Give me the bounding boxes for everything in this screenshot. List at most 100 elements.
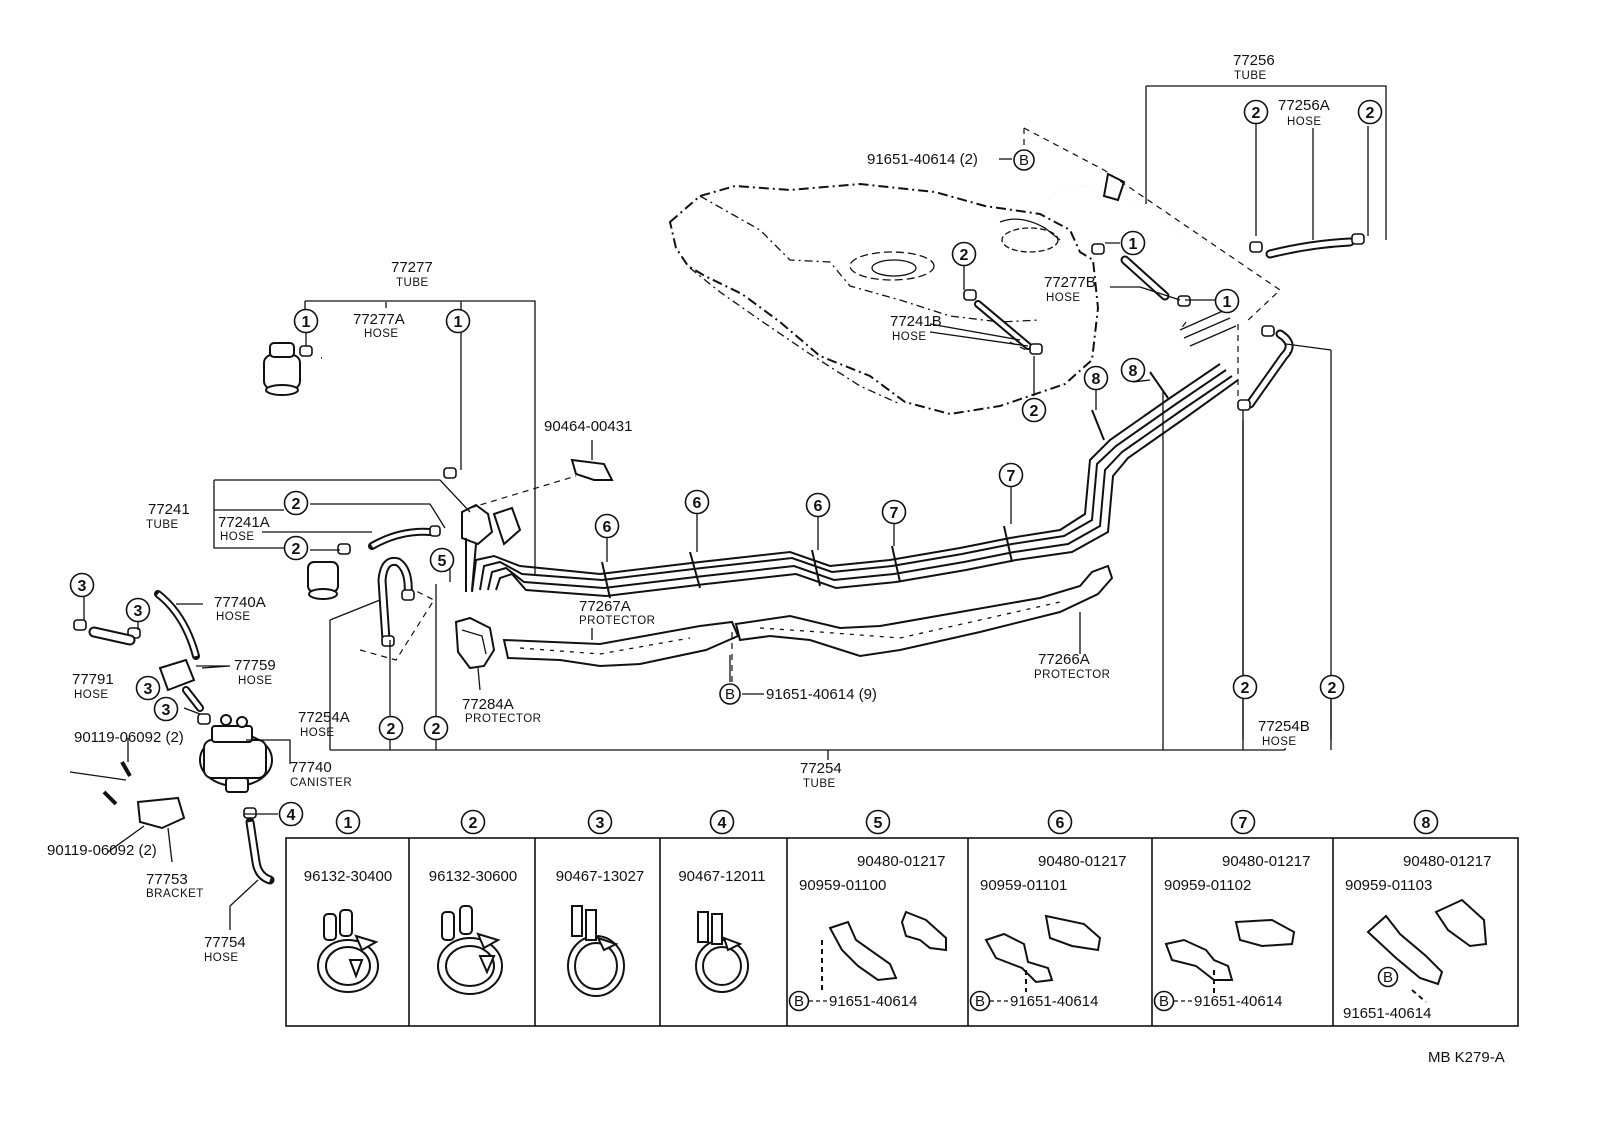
legend-part-b-8: 90959-01103: [1345, 877, 1432, 894]
label-77277B: 77277B: [1044, 274, 1096, 291]
legend-callout-5: 5: [874, 815, 883, 832]
svg-text:6: 6: [814, 498, 823, 515]
callout-2: 2: [378, 715, 404, 741]
callout-2: 2: [423, 715, 449, 741]
svg-text:6: 6: [603, 519, 612, 536]
svg-text:5: 5: [438, 553, 447, 570]
legend-callout-1: 1: [344, 815, 353, 832]
label-77284A: 77284A: [462, 696, 514, 713]
svg-text:4: 4: [287, 807, 296, 824]
callout-6: 6: [594, 513, 620, 539]
legend-callout-7: 7: [1239, 815, 1248, 832]
label-77754: 77754: [204, 934, 246, 951]
legend-bolt-ref-6: B: [975, 993, 985, 1010]
legend-part-a-8: 90480-01217: [1403, 853, 1491, 870]
svg-text:1: 1: [1223, 294, 1232, 311]
name-77277: TUBE: [396, 277, 429, 289]
callout-6: 6: [805, 492, 831, 518]
callout-1: 1: [1214, 288, 1240, 314]
callout-2: 2: [283, 535, 309, 561]
callout-2: 2: [1243, 99, 1269, 125]
callout-4: 4: [278, 801, 304, 827]
legend-part-a-6: 90480-01217: [1038, 853, 1126, 870]
legend-part-4: 90467-12011: [678, 868, 765, 885]
svg-text:8: 8: [1129, 363, 1138, 380]
legend-bolt-6: 91651-40614: [1010, 993, 1098, 1010]
legend-bolt-ref-6-circle: [969, 990, 991, 1012]
diagram-id: MB K279-A: [1428, 1049, 1505, 1066]
svg-text:2: 2: [432, 721, 441, 738]
label-77254B: 77254B: [1258, 718, 1310, 735]
callout-2: 2: [1357, 99, 1383, 125]
svg-text:3: 3: [144, 681, 153, 698]
name-77740A: HOSE: [216, 611, 251, 623]
callout-6: 6: [684, 489, 710, 515]
callout-1: 1: [1120, 230, 1146, 256]
label-77791: 77791: [72, 671, 114, 688]
svg-text:2: 2: [292, 541, 301, 558]
svg-text:7: 7: [890, 505, 899, 522]
name-77256A: HOSE: [1287, 116, 1322, 128]
name-77254: TUBE: [803, 778, 836, 790]
name-77241: TUBE: [146, 519, 179, 531]
svg-text:3: 3: [162, 702, 171, 719]
legend-callout-8: 8: [1422, 815, 1431, 832]
hose-77277A: [321, 356, 451, 471]
label-91651-top: 91651-40614 (2): [867, 151, 978, 168]
clamp-symbols: [73, 233, 1365, 819]
svg-text:1: 1: [302, 314, 311, 331]
legend-bolt-ref-8: B: [1383, 969, 1393, 986]
label-77759: 77759: [234, 657, 276, 674]
filter-top: [263, 342, 301, 396]
label-77277A: 77277A: [353, 311, 405, 328]
label-77241: 77241: [148, 501, 190, 518]
legend-callout-2-circle: [460, 809, 486, 835]
svg-text:2: 2: [1366, 105, 1375, 122]
legend-callout-4: 4: [718, 815, 727, 832]
legend-part-a-5: 90480-01217: [857, 853, 945, 870]
legend-content: 196132-30400296132-30600390467-130274904…: [304, 809, 1491, 1022]
legend-bolt-ref-5-circle: [788, 990, 810, 1012]
legend-drawings: [317, 898, 1488, 1003]
callout-3: 3: [153, 696, 179, 722]
legend-bolt-ref-7-circle: [1153, 990, 1175, 1012]
callout-3: 3: [135, 675, 161, 701]
name-77241B: HOSE: [892, 331, 927, 343]
legend-part-2: 96132-30600: [429, 868, 517, 885]
callout-3: 3: [125, 597, 151, 623]
callout-8: 8: [1083, 365, 1109, 391]
name-77740: CANISTER: [290, 777, 352, 789]
svg-text:2: 2: [960, 247, 969, 264]
legend-part-a-7: 90480-01217: [1222, 853, 1310, 870]
name-77754: HOSE: [204, 952, 239, 964]
filter-small: [307, 561, 339, 600]
protector-77267A: [502, 620, 740, 668]
name-77759: HOSE: [238, 675, 273, 687]
label-77241B: 77241B: [890, 313, 942, 330]
label-77241A: 77241A: [218, 514, 270, 531]
callout-1: 1: [293, 308, 319, 334]
callout-2: 2: [1319, 674, 1345, 700]
label-77256A: 77256A: [1278, 97, 1330, 114]
name-77284A: PROTECTOR: [465, 713, 542, 725]
legend-bolt-ref-7: B: [1159, 993, 1169, 1010]
legend-callout-1-circle: [335, 809, 361, 835]
clip-90464: [570, 458, 614, 481]
name-77791: HOSE: [74, 689, 109, 701]
legend-bolt-5: 91651-40614: [829, 993, 917, 1010]
legend-callout-2: 2: [469, 815, 478, 832]
legend-callout-8-circle: [1413, 809, 1439, 835]
callout-7: 7: [998, 462, 1024, 488]
legend-bolt-ref-5: B: [794, 993, 804, 1010]
legend-bolt-7: 91651-40614: [1194, 993, 1282, 1010]
legend-part-b-7: 90959-01102: [1164, 877, 1251, 894]
legend-callout-3: 3: [596, 815, 605, 832]
callout-2: 2: [283, 490, 309, 516]
label-77753: 77753: [146, 871, 188, 888]
fuel-tank: [668, 182, 1100, 416]
callout-8: 8: [1120, 357, 1146, 383]
name-77753: BRACKET: [146, 888, 204, 900]
